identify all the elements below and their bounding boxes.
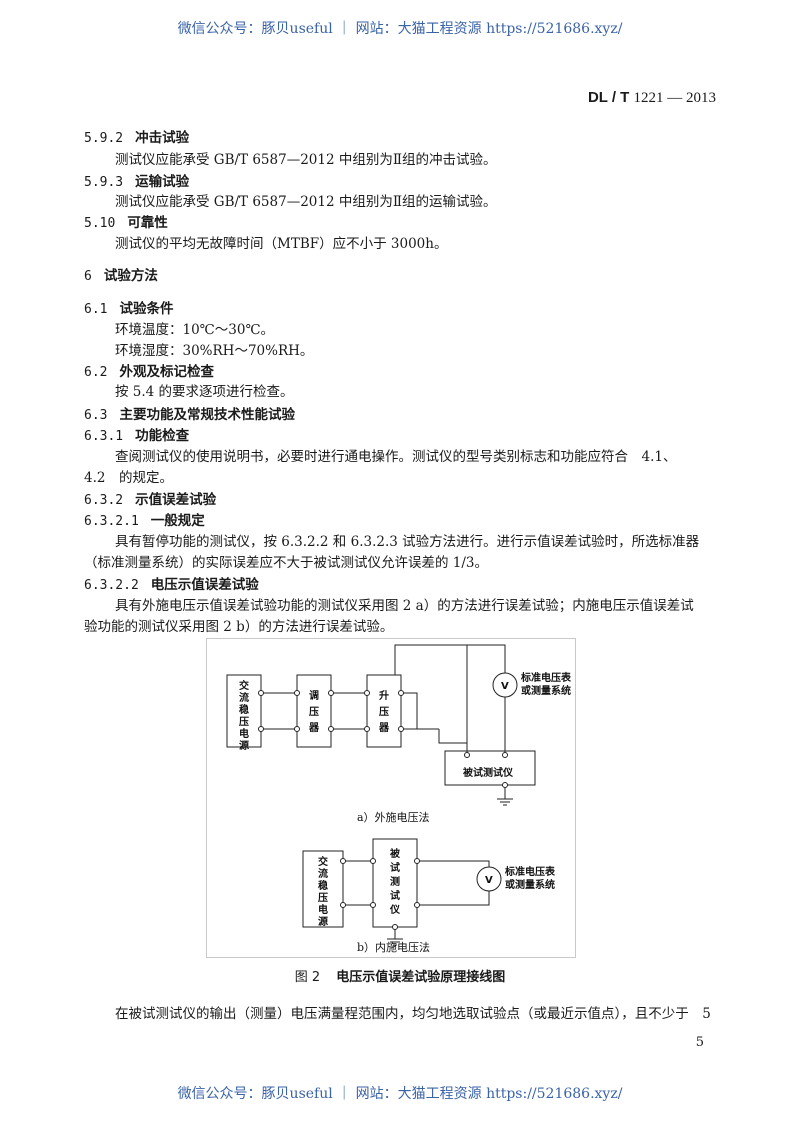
- figure-2-diagram: 交 流 稳 压 电 源 调 压 器 升 压 器 被试测试仪 V 标准电压表 或测…: [206, 638, 576, 958]
- b-device-char-3: 测: [390, 875, 400, 888]
- a-meter-label-1: 标准电压表: [520, 671, 572, 684]
- b-voltmeter-symbol: V: [485, 875, 493, 886]
- para-6-1-temperature: 环境温度：10℃～30℃。: [115, 322, 275, 338]
- a-booster-box: [366, 674, 402, 748]
- a-meter-label-2: 或测量系统: [521, 684, 571, 697]
- b-meter-label-2: 或测量系统: [505, 878, 555, 891]
- a-source-char-5: 电: [239, 727, 249, 740]
- b-device-char-1: 被: [390, 847, 401, 860]
- a-source-char-4: 压: [239, 716, 249, 728]
- a-source-char-1: 交: [239, 679, 249, 692]
- b-source-char-2: 流: [318, 867, 328, 880]
- a-booster-char-1: 升: [379, 689, 389, 702]
- b-source-char-3: 稳: [318, 879, 328, 892]
- para-5-10: 测试仪的平均无故障时间（MTBF）应不小于 3000h。: [115, 236, 448, 252]
- b-source-char-1: 交: [318, 855, 328, 868]
- watermark-top: 微信公众号：豚贝useful ｜ 网站：大猫工程资源 https://52168…: [177, 21, 623, 37]
- a-voltmeter-symbol: V: [501, 681, 509, 692]
- para-6-3-2-1-line1: 具有暂停功能的测试仪，按 6.3.2.2 和 6.3.2.3 试验方法进行。进行…: [115, 534, 700, 550]
- standard-code: 1221 — 2013: [633, 90, 717, 106]
- figure-title: 电压示值误差试验原理接线图: [336, 970, 506, 985]
- para-5-9-2: 测试仪应能承受 GB/T 6587—2012 中组别为Ⅱ组的冲击试验。: [115, 152, 497, 168]
- a-source-char-2: 流: [239, 691, 249, 704]
- page-number: 5: [695, 1035, 704, 1050]
- b-device-char-5: 仪: [389, 904, 401, 916]
- para-6-2: 按 5.4 的要求逐项进行检查。: [115, 384, 294, 400]
- a-device-label: 被试测试仪: [463, 766, 514, 779]
- b-device-char-4: 试: [390, 889, 400, 902]
- b-source-char-5: 电: [318, 903, 328, 916]
- b-meter-label-1: 标准电压表: [504, 865, 556, 878]
- a-caption: a）外施电压法: [357, 810, 430, 824]
- a-regulator-box: [296, 674, 332, 748]
- b-source-box: [302, 850, 344, 928]
- para-6-3-1-line2: 4.2 的规定。: [84, 470, 173, 486]
- para-6-3-1-line1: 查阅测试仪的使用说明书，必要时进行通电操作。测试仪的型号类别标志和功能应符合 4…: [115, 449, 677, 465]
- para-5-9-3: 测试仪应能承受 GB/T 6587—2012 中组别为Ⅱ组的运输试验。: [115, 194, 497, 210]
- a-booster-char-2: 压: [379, 706, 389, 718]
- para-6-3-2-2-line1: 具有外施电压示值误差试验功能的测试仪采用图 2 a）的方法进行误差试验；内施电压…: [115, 598, 694, 614]
- b-caption: b）内施电压法: [357, 940, 430, 954]
- a-regulator-char-2: 压: [309, 706, 319, 718]
- b-source-char-6: 源: [318, 915, 328, 928]
- para-6-1-humidity: 环境湿度：30%RH～70%RH。: [115, 343, 314, 359]
- b-device-char-2: 试: [390, 861, 400, 874]
- a-device-box: [444, 750, 536, 786]
- watermark-bottom: 微信公众号：豚贝useful ｜ 网站：大猫工程资源 https://52168…: [177, 1086, 623, 1102]
- a-source-char-3: 稳: [239, 703, 249, 716]
- b-source-char-4: 压: [318, 892, 328, 904]
- para-closing: 在被试测试仪的输出（测量）电压满量程范围内，均匀地选取试验点（或最近示值点），且…: [115, 1006, 711, 1022]
- standard-number: DL / T 1221 — 2013: [588, 89, 716, 107]
- a-regulator-char-3: 器: [308, 722, 320, 734]
- a-source-char-6: 源: [239, 739, 249, 752]
- figure-2-caption: 图 2 电压示值误差试验原理接线图: [0, 966, 800, 985]
- wiring-diagram-svg: 交 流 稳 压 电 源 调 压 器 升 压 器 被试测试仪 V 标准电压表 或测…: [226, 644, 572, 954]
- para-6-3-2-1-line2: （标准测量系统）的实际误差应不大于被试测试仪允许误差的 1/3。: [84, 555, 489, 571]
- figure-label: 图 2: [294, 970, 321, 985]
- a-source-box: [226, 674, 262, 748]
- a-booster-char-3: 器: [378, 722, 390, 734]
- a-regulator-char-1: 调: [309, 689, 319, 702]
- standard-prefix: DL / T: [587, 89, 630, 106]
- para-6-3-2-2-line2: 验功能的测试仪采用图 2 b）的方法进行误差试验。: [84, 619, 394, 635]
